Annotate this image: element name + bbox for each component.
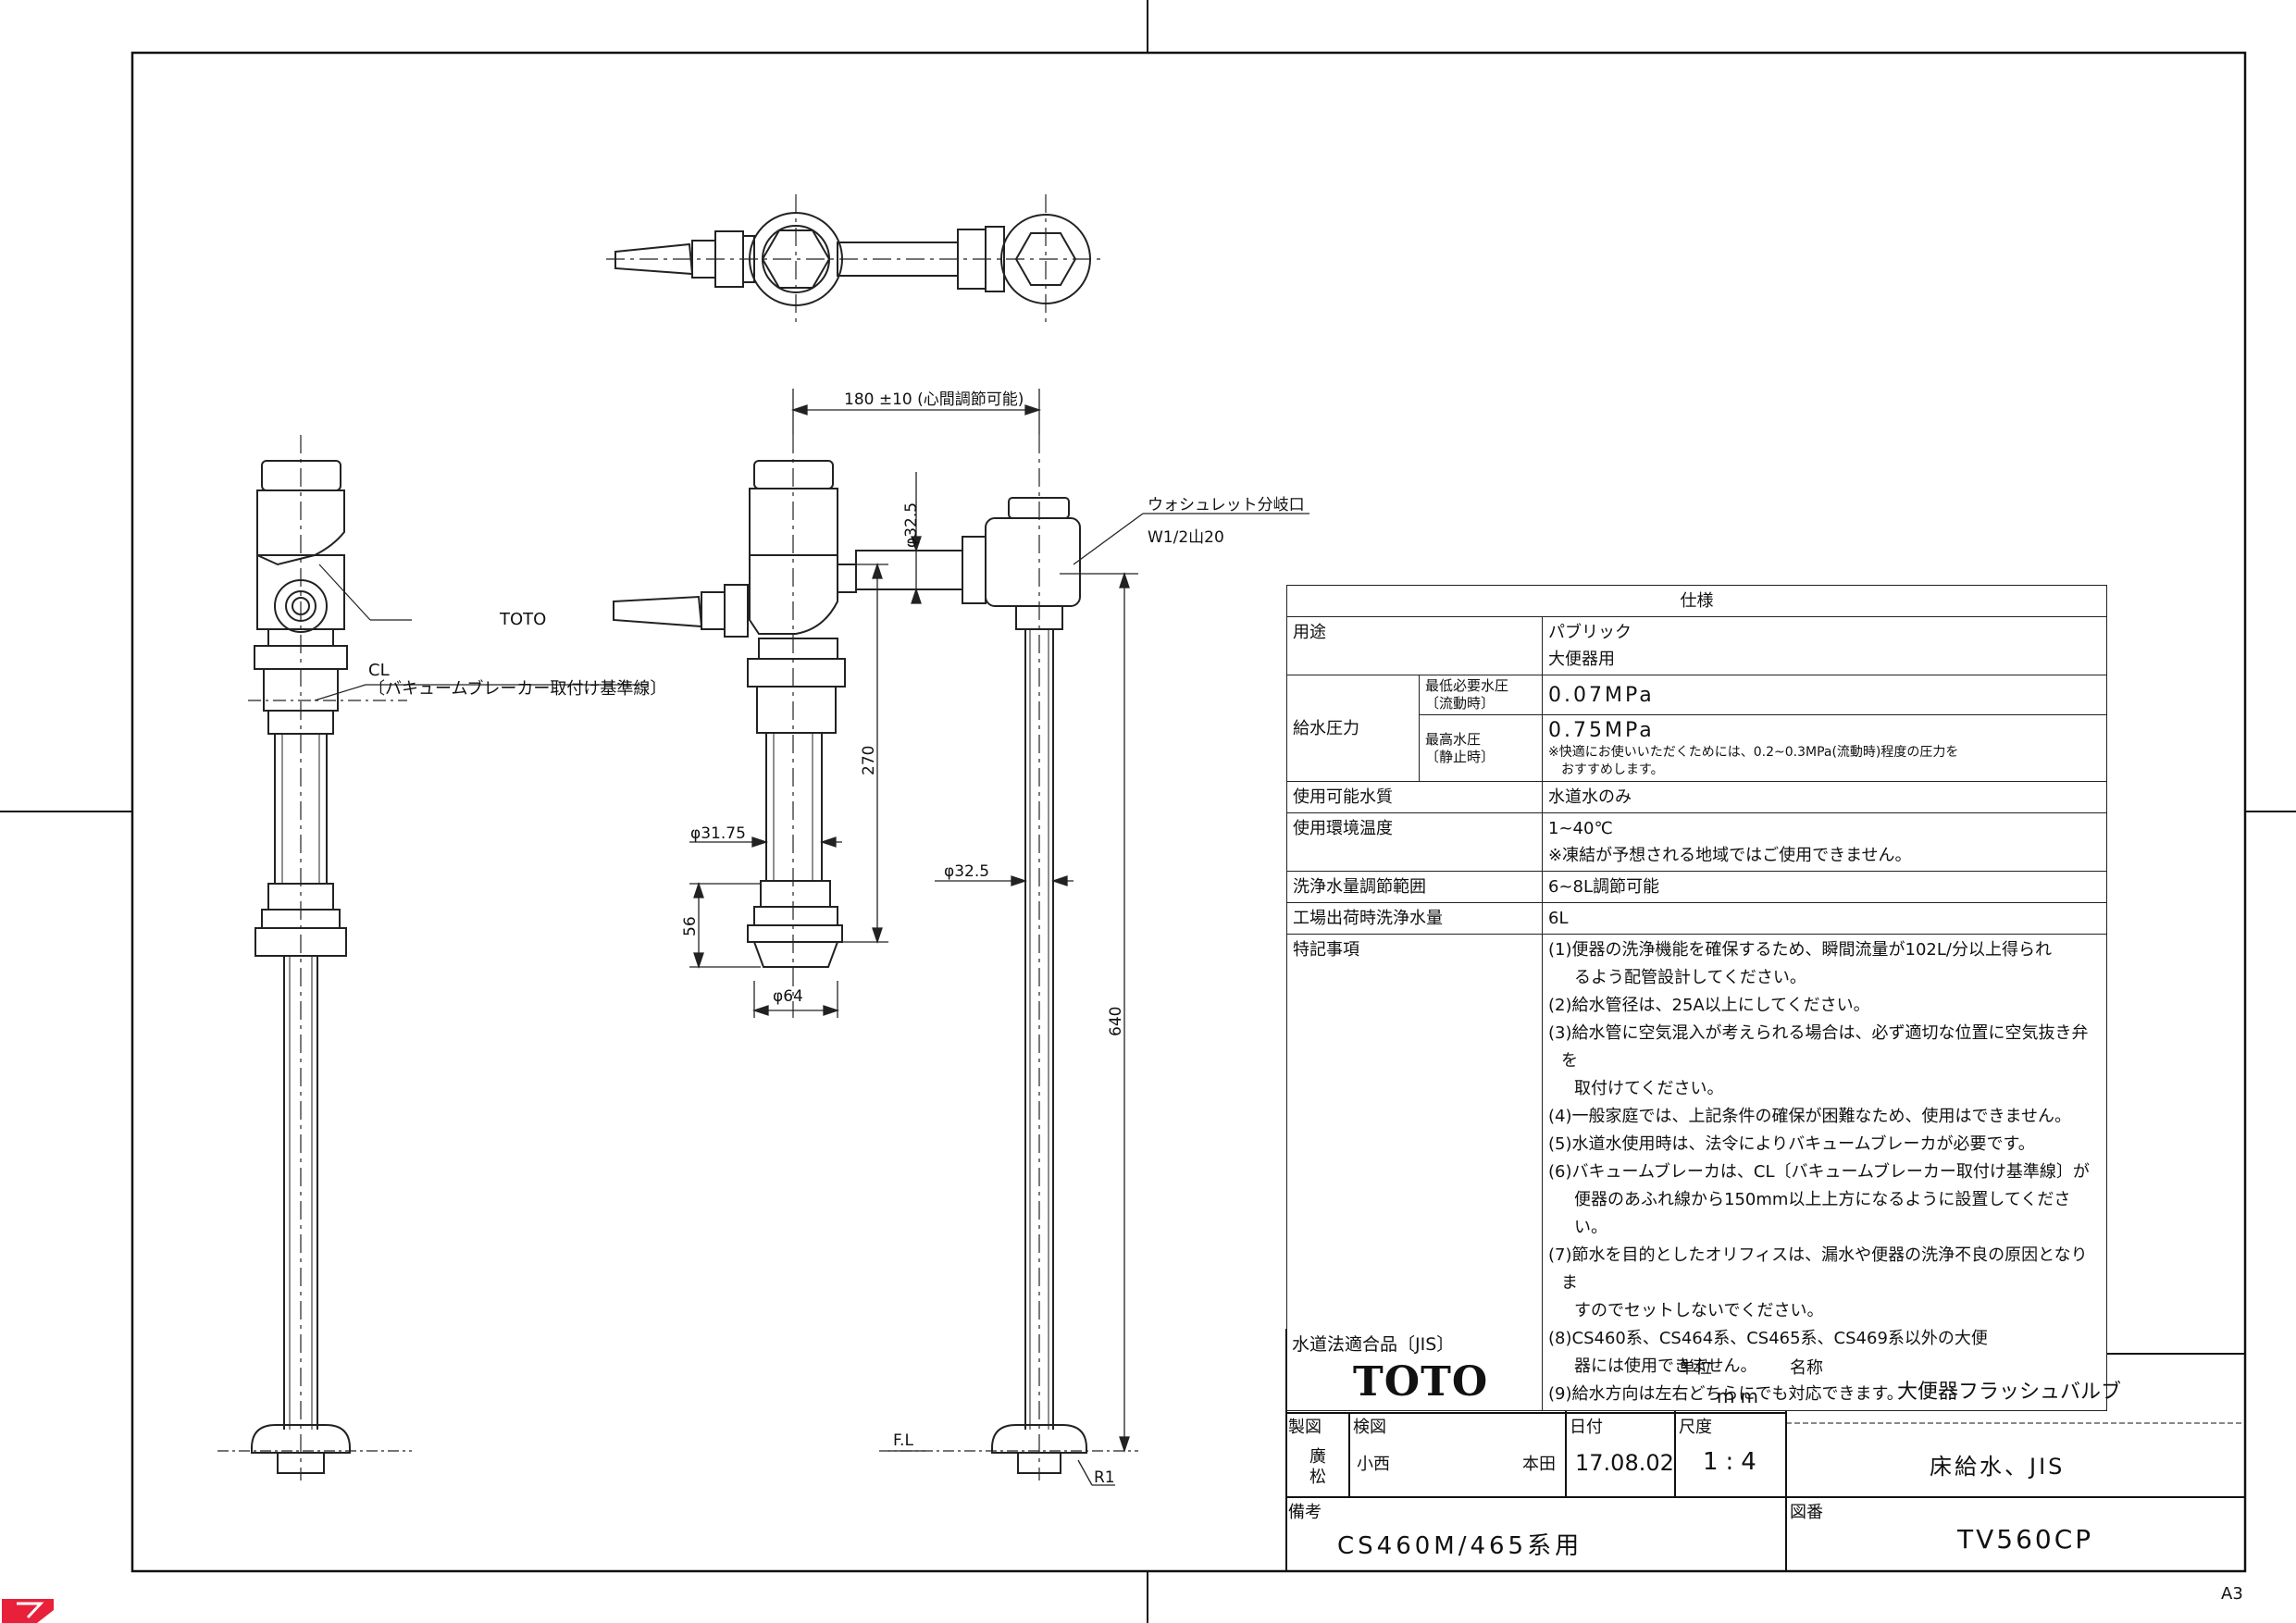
cl-callout: CL xyxy=(368,661,390,680)
checked-by-2: 本田 xyxy=(1522,1455,1556,1474)
dim-270: 270 xyxy=(860,746,878,775)
corner-marker xyxy=(2,1599,54,1623)
drawn-by-1: 廣 xyxy=(1309,1447,1326,1467)
washlet-branch-label: ウォシュレット分岐口 xyxy=(1148,496,1305,514)
drawn-by-2: 松 xyxy=(1309,1468,1326,1487)
product-name: 大便器フラッシュバルブ xyxy=(1897,1381,2122,1404)
note-item: (5)水道水使用時は、法令によりバキュームブレーカが必要です。 xyxy=(1548,1134,2035,1154)
drawing-no-value: TV560CP xyxy=(1957,1524,2094,1555)
dia-64: φ64 xyxy=(773,987,803,1006)
remarks-label: 備考 xyxy=(1288,1503,1322,1522)
usage-value: パブリック 大便器用 xyxy=(1542,616,2107,675)
product-subname: 床給水、JIS xyxy=(1930,1454,2066,1480)
usage-value-1: パブリック xyxy=(1548,623,1632,642)
max-pressure-label-2: 〔静止時〕 xyxy=(1425,748,1496,765)
floor-line-label: F.L xyxy=(893,1431,913,1450)
temp-value: 1~40℃ xyxy=(1548,819,1613,838)
dia-32-5-top: φ32.5 xyxy=(902,502,921,548)
note-item: (3)給水管に空気混入が考えられる場合は、必ず適切な位置に空気抜き弁を取付けてく… xyxy=(1548,1023,2089,1098)
scale-label: 尺度 xyxy=(1679,1418,1712,1437)
note-item: (4)一般家庭では、上記条件の確保が困難なため、使用はできません。 xyxy=(1548,1107,2071,1126)
drawn-label: 製図 xyxy=(1288,1418,1322,1437)
min-pressure-label: 最低必要水圧 〔流動時〕 xyxy=(1419,675,1543,715)
scale-value: 1:4 xyxy=(1703,1448,1764,1476)
note-item: (7)節水を目的としたオリフィスは、漏水や便器の洗浄不良の原因となりますのでセッ… xyxy=(1548,1245,2088,1320)
dimension-lines xyxy=(689,389,1309,1486)
max-pressure-value-cell: 0.75MPa ※快適にお使いいただくためには、0.2~0.3MPa(流動時)程… xyxy=(1542,714,2107,782)
dia-31-75: φ31.75 xyxy=(690,824,746,843)
notes-label: 特記事項 xyxy=(1286,934,1543,1411)
front-view xyxy=(613,435,1138,1481)
pressure-label: 給水圧力 xyxy=(1286,675,1420,782)
usage-value-2: 大便器用 xyxy=(1548,650,1615,669)
checked-label: 検図 xyxy=(1353,1418,1386,1437)
factory-flush-label: 工場出荷時洗浄水量 xyxy=(1286,902,1543,935)
unit-label: 単位 xyxy=(1679,1358,1712,1378)
water-quality-label: 使用可能水質 xyxy=(1286,781,1543,813)
usage-label: 用途 xyxy=(1286,616,1543,675)
top-view xyxy=(606,194,1101,324)
temp-note: ※凍結が予想される地域ではご使用できません。 xyxy=(1548,846,1912,865)
factory-flush-value: 6L xyxy=(1542,902,2107,935)
notes-cell: (1)便器の洗浄機能を確保するため、瞬間流量が102L/分以上得られるよう配管設… xyxy=(1542,934,2107,1411)
side-view xyxy=(217,435,648,1481)
dim-640: 640 xyxy=(1107,1007,1125,1036)
checked-by-1: 小西 xyxy=(1357,1455,1390,1474)
temp-label: 使用環境温度 xyxy=(1286,812,1543,872)
thread-label: W1/2山20 xyxy=(1148,528,1224,547)
unit-value: mm xyxy=(1717,1385,1764,1407)
min-pressure-value: 0.07MPa xyxy=(1542,675,2107,715)
max-pressure-note-1: ※快適にお使いいただくためには、0.2~0.3MPa(流動時)程度の圧力を xyxy=(1548,745,1959,760)
name-label: 名称 xyxy=(1790,1358,1823,1378)
dim-56: 56 xyxy=(681,916,700,936)
drawing-no-label: 図番 xyxy=(1790,1503,1823,1522)
date-value: 17.08.02 xyxy=(1575,1450,1674,1476)
note-item: (8)CS460系、CS464系、CS465系、CS469系以外の大便器には使用… xyxy=(1548,1329,1988,1376)
max-pressure-label: 最高水圧 〔静止時〕 xyxy=(1419,714,1543,782)
note-item: (9)給水方向は左右どちらにでも対応できます。 xyxy=(1548,1384,1904,1404)
remarks-value: CS460M/465系用 xyxy=(1337,1532,1583,1560)
cl-note: 〔バキュームブレーカー取付け基準線〕 xyxy=(368,678,666,699)
toto-callout: TOTO xyxy=(499,610,546,629)
jis-tag: 水道法適合品〔JIS〕 xyxy=(1292,1334,1455,1355)
max-pressure-note-2: おすすめします。 xyxy=(1561,762,1664,777)
toto-logo: TOTO xyxy=(1353,1358,1489,1406)
temp-value-cell: 1~40℃ ※凍結が予想される地域ではご使用できません。 xyxy=(1542,812,2107,872)
dia-32-5-pipe: φ32.5 xyxy=(944,862,989,881)
center-adjust-dim: 180 ±10 (心間調節可能) xyxy=(844,390,1024,409)
flush-range-label: 洗浄水量調節範囲 xyxy=(1286,871,1543,903)
max-pressure-value: 0.75MPa xyxy=(1548,719,1655,742)
spec-title: 仕様 xyxy=(1286,585,2107,617)
max-pressure-label-1: 最高水圧 xyxy=(1425,730,1482,748)
min-pressure-label-1: 最低必要水圧 xyxy=(1425,677,1509,694)
note-item: (1)便器の洗浄機能を確保するため、瞬間流量が102L/分以上得られるよう配管設… xyxy=(1548,940,2052,987)
flush-range-value: 6~8L調節可能 xyxy=(1542,871,2107,903)
date-label: 日付 xyxy=(1570,1418,1603,1437)
water-quality-value: 水道水のみ xyxy=(1542,781,2107,813)
note-item: (6)バキュームブレーカは、CL〔バキュームブレーカー取付け基準線〕が便器のあふ… xyxy=(1548,1162,2090,1237)
min-pressure-label-2: 〔流動時〕 xyxy=(1425,695,1496,712)
r1-label: R1 xyxy=(1094,1468,1115,1487)
sheet-size-label: A3 xyxy=(2221,1584,2243,1604)
spec-table: 仕様 用途 パブリック 大便器用 給水圧力 最低必要水圧 〔流動時〕 0.07M… xyxy=(1286,585,2107,1411)
note-item: (2)給水管径は、25A以上にしてください。 xyxy=(1548,996,1870,1015)
